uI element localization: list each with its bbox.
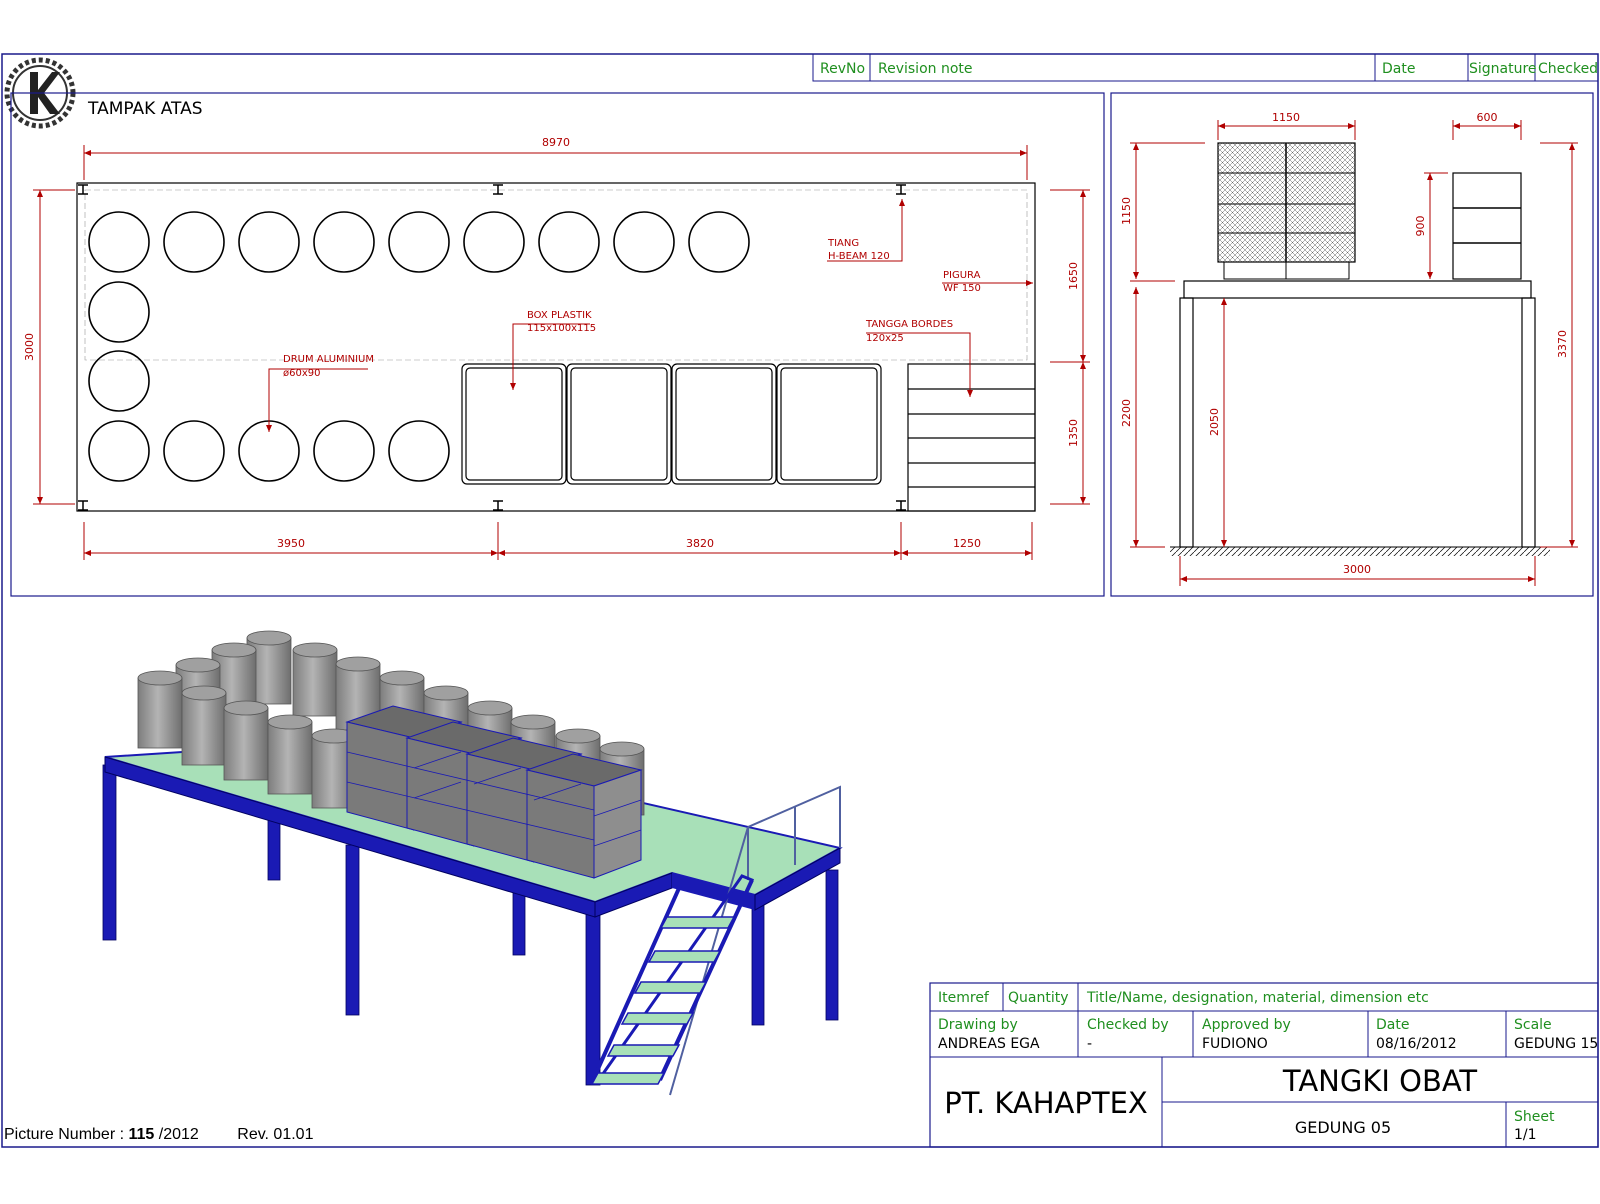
top-view-title: TAMPAK ATAS	[87, 99, 203, 119]
quantity-header: Quantity	[1008, 990, 1069, 1006]
drawing-by-value: ANDREAS EGA	[938, 1036, 1040, 1052]
platform-outline	[76, 182, 1036, 512]
sheet-label: Sheet	[1514, 1109, 1555, 1125]
checked-by-label: Checked by	[1087, 1017, 1169, 1033]
tiang-label: TIANG	[827, 238, 859, 249]
leader-lines	[266, 199, 1033, 432]
ground-hatch	[1170, 547, 1550, 556]
dim-overall-height: 3370	[1556, 330, 1569, 358]
pigura-label: PIGURA	[943, 270, 981, 281]
dim-base-width: 3000	[1343, 563, 1371, 576]
dim-right-lower: 1350	[1067, 419, 1080, 447]
drum-label: DRUM ALUMINIUM	[283, 354, 374, 365]
column-marks	[78, 184, 906, 511]
dim-segment-1: 3950	[277, 537, 305, 550]
picture-number: 115	[128, 1126, 155, 1143]
dim-drum-height: 900	[1414, 216, 1427, 237]
dim-right-upper: 1650	[1067, 262, 1080, 290]
revision-note-header: Revision note	[878, 61, 973, 77]
picture-number-label: Picture Number :	[4, 1126, 125, 1143]
tangga-spec: 120x25	[866, 333, 904, 344]
dim-box-height: 1150	[1120, 197, 1133, 225]
drawing-title: TANGKI OBAT	[1282, 1064, 1478, 1098]
isometric-view	[102, 630, 843, 1096]
signature-header: Signature	[1469, 61, 1537, 77]
dim-segment-3: 1250	[953, 537, 981, 550]
side-drum	[1452, 172, 1522, 280]
top-view-panel: TAMPAK ATAS	[10, 92, 1105, 597]
drum-spec: ø60x90	[283, 368, 321, 379]
sheet-value: 1/1	[1514, 1127, 1537, 1143]
dim-platform-height: 2200	[1120, 399, 1133, 427]
drawing-subtitle: GEDUNG 05	[1295, 1118, 1391, 1137]
scale-label: Scale	[1514, 1017, 1552, 1033]
iso-stairs	[590, 874, 755, 1085]
stair-railing	[669, 785, 841, 1096]
checked-header: Checked	[1538, 61, 1598, 77]
itemref-header: Itemref	[938, 990, 990, 1006]
picture-number-footer: Picture Number : 115 /2012 Rev. 01.01	[4, 1126, 313, 1144]
steel-columns	[102, 764, 839, 1086]
box-label: BOX PLASTIK	[527, 310, 592, 321]
dim-width: 3000	[23, 333, 36, 361]
title-block: Itemref Quantity Title/Name, designation…	[929, 982, 1599, 1148]
dim-drum-width: 600	[1477, 111, 1498, 124]
side-platform	[1183, 280, 1532, 299]
revno-header: RevNo	[820, 61, 865, 77]
revision-table: RevNo Revision note Date Signature Check…	[812, 53, 1599, 82]
checked-by-value: -	[1087, 1036, 1092, 1052]
picture-year: /2012	[158, 1126, 199, 1143]
date-label: Date	[1376, 1017, 1409, 1033]
dim-box-width: 1150	[1272, 111, 1300, 124]
company-name: PT. KAHAPTEX	[944, 1086, 1148, 1120]
plastic-boxes	[461, 363, 882, 485]
tangga-label: TANGGA BORDES	[865, 319, 953, 330]
scale-value: GEDUNG 15	[1514, 1036, 1598, 1052]
dim-segment-2: 3820	[686, 537, 714, 550]
sheet-border	[1, 53, 1599, 1148]
stair-treads	[907, 363, 1036, 512]
iso-boxes	[345, 705, 643, 879]
approved-by-label: Approved by	[1202, 1017, 1291, 1033]
title-name-header: Title/Name, designation, material, dimen…	[1086, 990, 1429, 1006]
side-view-panel: 1150 600 1150 2200 2050 900 3370 3000	[1110, 92, 1594, 597]
revision-number: Rev. 01.01	[237, 1126, 314, 1143]
drum-circles	[88, 211, 750, 482]
approved-by-value: FUDIONO	[1202, 1036, 1268, 1052]
top-view-dimensions	[33, 145, 1090, 560]
tiang-spec: H-BEAM 120	[828, 251, 890, 262]
date-header: Date	[1382, 61, 1415, 77]
pigura-spec: WF 150	[943, 283, 981, 294]
box-spec: 115x100x115	[527, 323, 596, 334]
dim-overall-length: 8970	[542, 136, 570, 149]
dim-column-height: 2050	[1208, 408, 1221, 436]
drawing-by-label: Drawing by	[938, 1017, 1018, 1033]
date-value: 08/16/2012	[1376, 1036, 1457, 1052]
side-view-dimensions	[1130, 120, 1578, 586]
